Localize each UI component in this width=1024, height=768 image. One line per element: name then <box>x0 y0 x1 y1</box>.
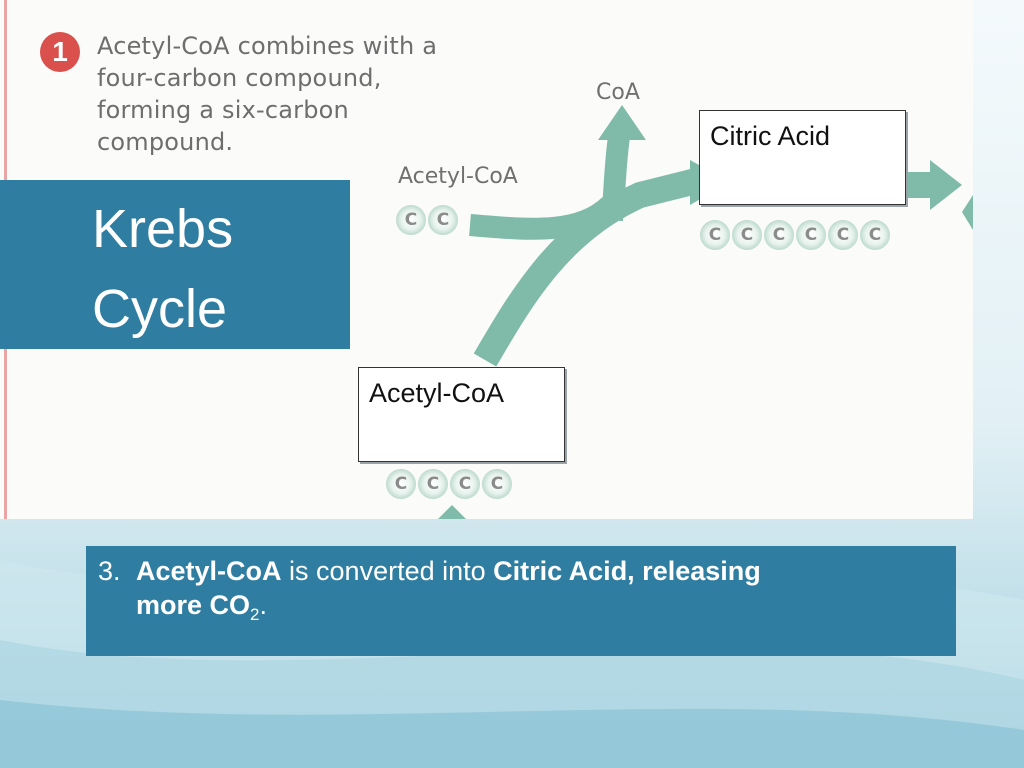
carbon-atom: C <box>450 469 480 499</box>
step-text-line: forming a six-carbon <box>97 96 349 124</box>
carbon-atom: C <box>796 220 826 250</box>
carbon-atom: C <box>764 220 794 250</box>
caption-line: more CO2. <box>98 588 926 632</box>
carbon-atom: C <box>732 220 762 250</box>
carbon-atom: C <box>428 205 458 235</box>
four-carbon-chain: C C C C <box>386 469 512 499</box>
slide-title-line: Cycle <box>92 279 228 339</box>
slide-title-line: Krebs <box>92 199 234 259</box>
caption-bold-acetyl: Acetyl-CoA <box>136 556 282 586</box>
step-text-line: Acetyl-CoA combines with a <box>97 32 438 60</box>
slide-caption: 3. Acetyl-CoA is converted into Citric Ac… <box>86 546 956 656</box>
acetyl-carbon-chain: C C <box>396 205 458 235</box>
carbon-atom: C <box>860 220 890 250</box>
coa-label: CoA <box>596 80 640 105</box>
slide-title-box: Krebs Cycle <box>0 180 350 349</box>
carbon-atom: C <box>700 220 730 250</box>
step-text-line: compound. <box>97 128 234 156</box>
citric-acid-callout: Citric Acid <box>699 110 906 205</box>
step-text-line: four-carbon compound, <box>97 64 382 92</box>
step-number-badge: 1 <box>40 32 80 72</box>
edge-arrowhead <box>962 195 973 230</box>
acetyl-coa-figure-label: Acetyl-CoA <box>398 164 518 189</box>
carbon-atom: C <box>418 469 448 499</box>
caption-line: 3. Acetyl-CoA is converted into Citric Ac… <box>98 554 926 588</box>
carbon-atom: C <box>482 469 512 499</box>
coa-arrowhead <box>598 105 646 140</box>
caption-bold-co2: more CO <box>136 590 251 620</box>
step-description: Acetyl-CoA combines with a four-carbon c… <box>97 30 497 158</box>
carbon-atom: C <box>828 220 858 250</box>
carbon-atom: C <box>386 469 416 499</box>
caption-text: is converted into <box>281 556 494 586</box>
caption-period: . <box>259 590 268 620</box>
caption-subscript: 2 <box>250 605 260 624</box>
coa-branch-arrow <box>601 128 631 222</box>
caption-number: 3. <box>98 556 121 586</box>
acetyl-coa-callout: Acetyl-CoA <box>358 367 565 462</box>
exit-arrowhead <box>930 160 962 210</box>
acetyl-coa-callout-label: Acetyl-CoA <box>369 378 505 408</box>
bottom-arrowhead <box>438 505 466 519</box>
six-carbon-chain: C C C C C C <box>700 220 890 250</box>
citric-acid-label: Citric Acid <box>710 121 831 151</box>
carbon-atom: C <box>396 205 426 235</box>
acetyl-incoming-arrow <box>469 196 618 240</box>
caption-bold-citric: Citric Acid, releasing <box>493 556 761 586</box>
